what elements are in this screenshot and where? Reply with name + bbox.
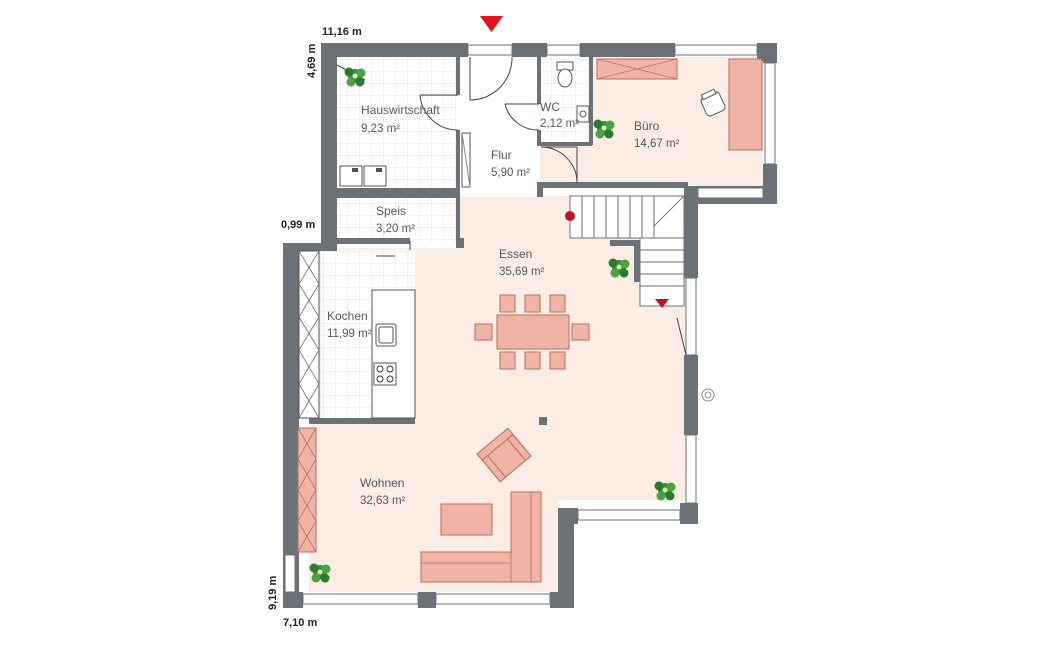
wall-lamp-icon: [565, 211, 575, 221]
exterior-light-icon: [701, 388, 715, 402]
windows: [284, 44, 776, 605]
doors: [336, 56, 687, 356]
window-bottom-left: [302, 593, 419, 605]
window-terrace: [577, 509, 681, 521]
door-hauswirtschaft: [419, 94, 459, 131]
door-buero: [540, 146, 578, 184]
door-entrance: [469, 56, 513, 101]
sideboard: [297, 427, 317, 553]
dining-table: [496, 314, 570, 350]
toilet-icon: [556, 61, 574, 88]
room-name-buero: Büro: [634, 119, 660, 133]
window-bottom-right: [435, 593, 551, 605]
room-name-hauswirtschaft: Hauswirtschaft: [361, 103, 440, 117]
entrance-arrow-icon: [480, 16, 503, 32]
dimension-bottom-width: 7,10 m: [283, 617, 317, 629]
desk-buero: [728, 58, 763, 151]
dimension-left-offset: 0,99 m: [281, 219, 315, 231]
window-right-upper: [697, 187, 764, 199]
window-right-buero: [764, 62, 776, 165]
column: [539, 417, 547, 425]
room-area-wc: 2,12 m²: [540, 118, 579, 130]
washing-machine: [339, 165, 363, 187]
dimensions: 11,16 m 4,69 m 0,99 m 9,19 m 7,10 m: [267, 26, 362, 629]
window-right-essen: [685, 277, 697, 356]
sink-icon: [576, 105, 590, 123]
floor-speis: [337, 197, 457, 242]
room-area-essen: 35,69 m²: [499, 266, 545, 278]
room-name-wohnen: Wohnen: [360, 476, 404, 490]
armchair: [476, 427, 532, 483]
coffee-table: [440, 503, 493, 536]
room-name-essen: Essen: [499, 247, 532, 261]
window-left-wohnen: [284, 554, 296, 593]
room-name-kochen: Kochen: [327, 309, 368, 323]
dimension-left-upper: 4,69 m: [306, 44, 318, 78]
kitchen-sink: [375, 323, 397, 347]
window-right-wohnen: [685, 434, 697, 504]
room-area-speis: 3,20 m²: [376, 223, 415, 235]
window-top-buero: [674, 44, 758, 56]
dimension-top-width: 11,16 m: [322, 26, 362, 38]
dimension-left-total: 9,19 m: [267, 576, 279, 610]
door-wc: [504, 103, 540, 131]
window-top-flur: [467, 44, 513, 56]
floor-flur: [459, 57, 539, 197]
dryer: [363, 165, 387, 187]
room-area-hauswirtschaft: 9,23 m²: [361, 123, 400, 135]
kitchen-tall-cabinets: [298, 250, 320, 419]
furniture: [297, 58, 763, 583]
room-labels: Hauswirtschaft 9,23 m² Flur 5,90 m² WC 2…: [327, 100, 680, 507]
desk-chair-icon: [700, 88, 726, 117]
room-name-wc: WC: [540, 100, 560, 114]
window-top-wc: [546, 44, 581, 56]
room-area-flur: 5,90 m²: [491, 167, 530, 179]
room-area-buero: 14,67 m²: [634, 138, 680, 150]
dining-chairs: [474, 294, 590, 370]
room-area-kochen: 11,99 m²: [327, 328, 372, 340]
door-right-essen: [676, 317, 687, 356]
room-name-flur: Flur: [491, 148, 512, 162]
room-area-wohnen: 32,63 m²: [360, 495, 406, 507]
door-speis: [376, 241, 411, 257]
stair-arrow-icon: [655, 299, 669, 308]
staircase: [565, 195, 685, 308]
stove-icon: [373, 362, 397, 386]
room-name-speis: Speis: [376, 204, 406, 218]
kitchen-island: [371, 289, 416, 419]
